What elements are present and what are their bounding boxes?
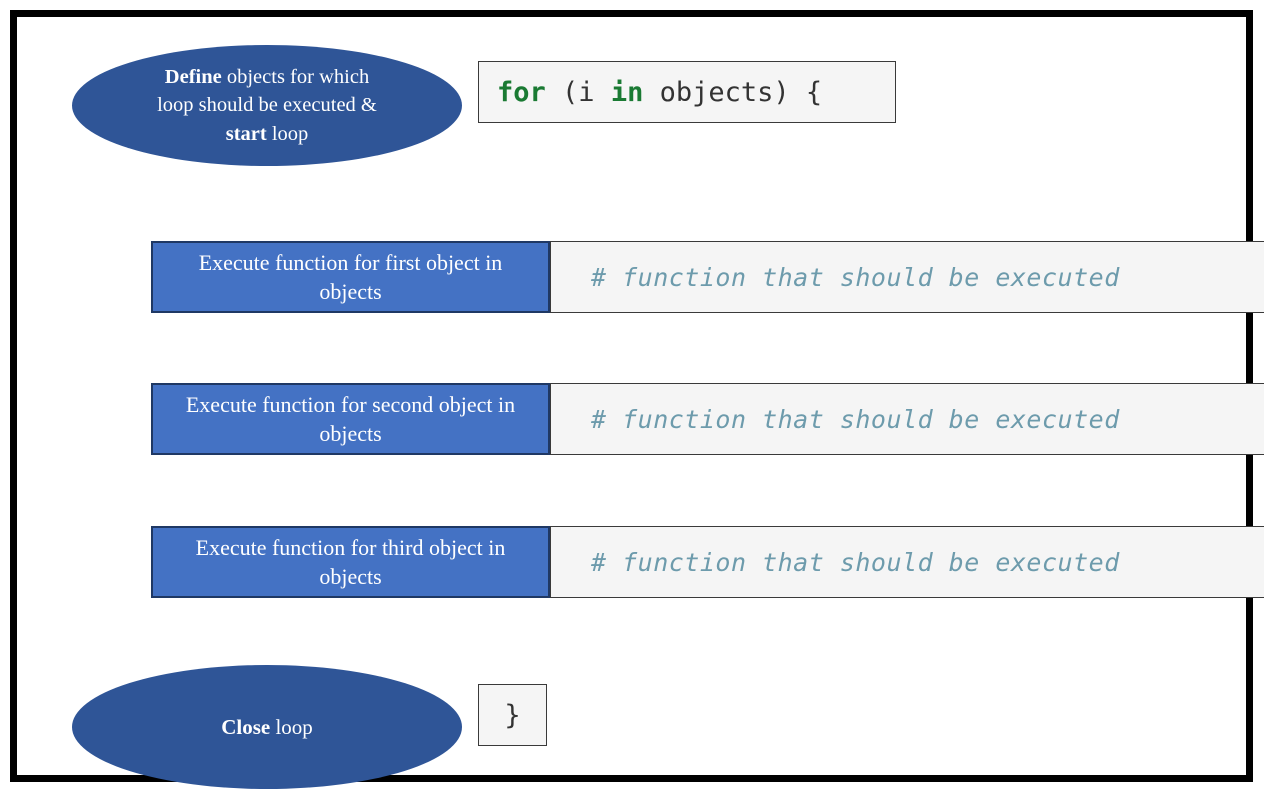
close-loop-bold: Close <box>221 714 271 739</box>
label-step-first: Execute function for first object in obj… <box>151 241 550 313</box>
start-loop-line2: which loop should be <box>157 66 370 117</box>
code-closing-brace: } <box>478 684 547 746</box>
keyword-for: for <box>497 76 546 108</box>
start-loop-ellipse: Define objects for which loop should be … <box>72 45 462 166</box>
start-loop-text: Define objects for which loop should be … <box>147 63 387 148</box>
diagram-frame: Define objects for which loop should be … <box>10 10 1264 789</box>
code-for-mid2: objects) { <box>643 76 823 108</box>
close-loop-ellipse: Close loop <box>72 665 462 789</box>
code-comment-second-text: # function that should be executed <box>591 404 1120 434</box>
close-loop-rest: loop <box>270 714 313 739</box>
label-step-third-text: Execute function for third object in obj… <box>195 534 506 589</box>
start-loop-bold-define: Define <box>164 66 222 89</box>
label-step-first-text: Execute function for first object in obj… <box>198 249 503 304</box>
code-closing-brace-text: } <box>504 699 521 731</box>
label-step-second: Execute function for second object in ob… <box>151 383 550 455</box>
code-for-mid1: (i <box>545 76 611 108</box>
start-loop-line3-pre: executed & <box>282 94 377 117</box>
code-comment-second: # function that should be executed <box>550 383 1264 455</box>
code-for-text: for (i in objects) { <box>497 77 822 108</box>
code-comment-first-text: # function that should be executed <box>591 262 1120 292</box>
label-step-second-text: Execute function for second object in ob… <box>185 391 516 446</box>
code-comment-third-text: # function that should be executed <box>591 547 1120 577</box>
start-loop-bold-start: start <box>225 122 267 145</box>
label-step-third: Execute function for third object in obj… <box>151 526 550 598</box>
code-comment-first: # function that should be executed <box>550 241 1264 313</box>
code-for-statement: for (i in objects) { <box>478 61 896 123</box>
close-loop-text: Close loop <box>221 713 313 742</box>
start-loop-line1-rest: objects for <box>221 66 314 89</box>
code-comment-third: # function that should be executed <box>550 526 1264 598</box>
start-loop-line3-post: loop <box>266 122 309 145</box>
keyword-in: in <box>610 76 644 108</box>
